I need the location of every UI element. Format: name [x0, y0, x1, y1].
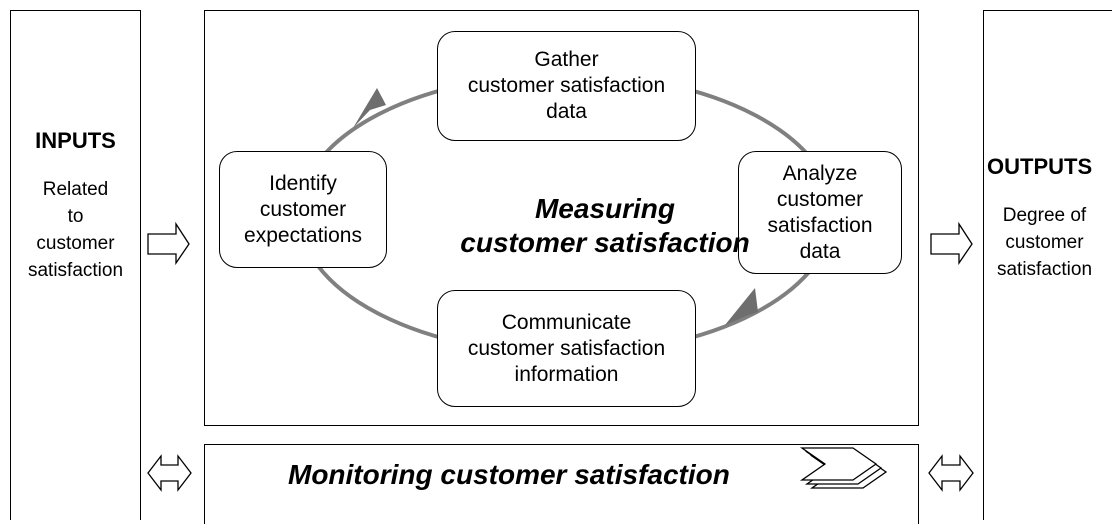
step-line: data [546, 100, 587, 123]
outputs-content: OUTPUTS Degree of customer satisfaction [983, 154, 1112, 283]
process-title-line: Measuring [534, 193, 676, 224]
outputs-line: customer [1005, 232, 1084, 253]
step-line: customer [776, 187, 864, 211]
step-communicate: Communicate customer satisfaction inform… [437, 290, 696, 407]
cycle-arrowhead-icon [353, 88, 386, 128]
outputs-title: OUTPUTS [987, 154, 1093, 179]
monitoring-title: Monitoring customer satisfaction [288, 459, 730, 490]
step-line: information [514, 362, 619, 386]
step-analyze: Analyze customer satisfaction data [738, 151, 902, 274]
outputs-line: Degree of [1002, 205, 1087, 226]
double-arrow-icon [147, 454, 192, 492]
step-line: Identify [269, 171, 337, 195]
step-line: Communicate [501, 310, 632, 334]
step-line: Analyze [782, 161, 858, 185]
step-line: Gather [534, 48, 599, 71]
stacked-chevrons-icon [799, 447, 888, 489]
step-line: expectations [244, 223, 362, 247]
step-identify: Identify customer expectations [219, 151, 387, 268]
process-title-line: customer satisfaction [460, 227, 750, 258]
inputs-line: satisfaction [27, 260, 124, 281]
inputs-content: INPUTS Related to customer satisfaction [10, 128, 141, 284]
inputs-line: to [67, 206, 84, 227]
output-arrow-icon [930, 221, 973, 266]
inputs-line: customer [36, 233, 115, 254]
process-title: Measuring customer satisfaction [455, 192, 755, 260]
outputs-panel [983, 10, 1112, 520]
inputs-panel [10, 10, 141, 520]
step-line: customer [259, 197, 347, 221]
step-line: customer satisfaction [467, 74, 666, 97]
step-line: satisfaction [767, 213, 873, 237]
outputs-line: satisfaction [996, 259, 1093, 280]
double-arrow-icon [928, 454, 974, 492]
step-line: data [799, 239, 841, 263]
step-gather: Gather customer satisfaction data [437, 31, 696, 141]
step-line: customer satisfaction [467, 336, 666, 360]
inputs-line: Related [42, 179, 109, 200]
cycle-arrowhead-icon [725, 288, 758, 325]
input-arrow-icon [147, 221, 190, 266]
inputs-title: INPUTS [35, 128, 116, 153]
